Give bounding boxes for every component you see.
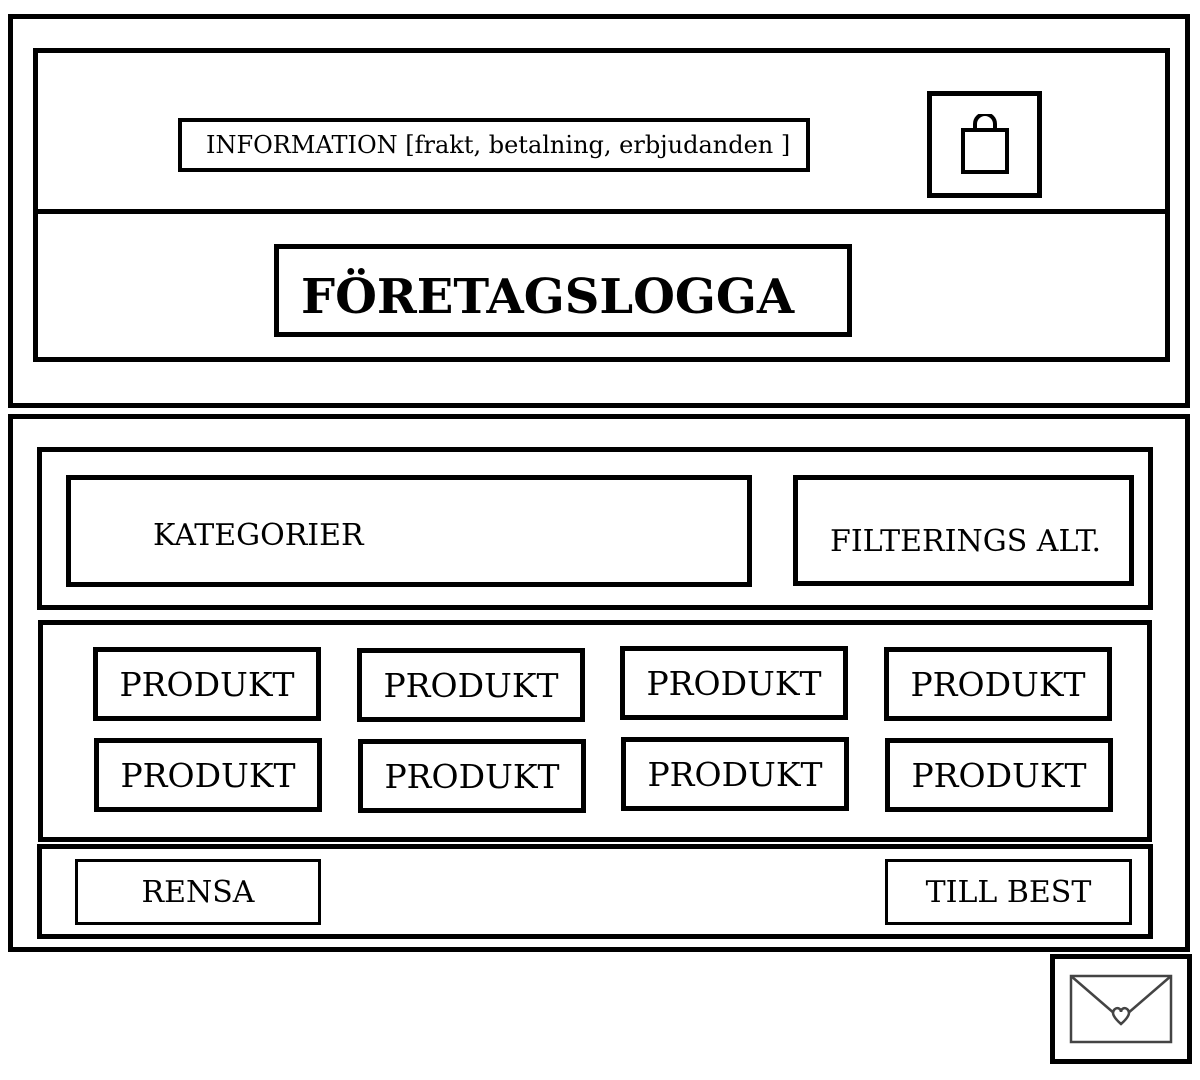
filter-options-menu[interactable]: FILTERINGS ALT.: [793, 475, 1134, 586]
info-banner[interactable]: INFORMATION [frakt, betalning, erbjudand…: [178, 118, 810, 172]
product-card[interactable]: PRODUKT: [620, 646, 848, 720]
clear-button[interactable]: RENSA: [75, 859, 321, 925]
company-logo-label: FÖRETAGSLOGGA: [301, 269, 795, 325]
product-card[interactable]: PRODUKT: [357, 648, 585, 722]
cart-button[interactable]: [927, 91, 1042, 198]
product-card[interactable]: PRODUKT: [884, 647, 1112, 721]
header-divider: [33, 209, 1170, 214]
product-label: PRODUKT: [647, 754, 823, 794]
product-card[interactable]: PRODUKT: [885, 738, 1113, 812]
categories-menu[interactable]: KATEGORIER: [66, 475, 752, 587]
product-label: PRODUKT: [383, 665, 559, 705]
envelope-heart-icon: [1069, 974, 1173, 1044]
clear-button-label: RENSA: [141, 874, 255, 910]
product-card[interactable]: PRODUKT: [94, 738, 322, 812]
product-card[interactable]: PRODUKT: [358, 739, 586, 813]
filter-options-label: FILTERINGS ALT.: [830, 524, 1102, 559]
categories-label: KATEGORIER: [153, 518, 364, 553]
product-label: PRODUKT: [120, 755, 296, 795]
product-label: PRODUKT: [911, 755, 1087, 795]
product-label: PRODUKT: [384, 756, 560, 796]
checkout-button[interactable]: TILL BEST: [885, 859, 1132, 925]
checkout-button-label: TILL BEST: [925, 874, 1092, 910]
product-label: PRODUKT: [119, 664, 295, 704]
company-logo[interactable]: FÖRETAGSLOGGA: [274, 244, 852, 337]
info-banner-label: INFORMATION [frakt, betalning, erbjudand…: [206, 131, 791, 159]
product-label: PRODUKT: [910, 664, 1086, 704]
shopping-bag-icon: [960, 113, 1009, 174]
product-label: PRODUKT: [646, 663, 822, 703]
product-card[interactable]: PRODUKT: [621, 737, 849, 811]
contact-mail-button[interactable]: [1050, 954, 1192, 1064]
product-card[interactable]: PRODUKT: [93, 647, 321, 721]
